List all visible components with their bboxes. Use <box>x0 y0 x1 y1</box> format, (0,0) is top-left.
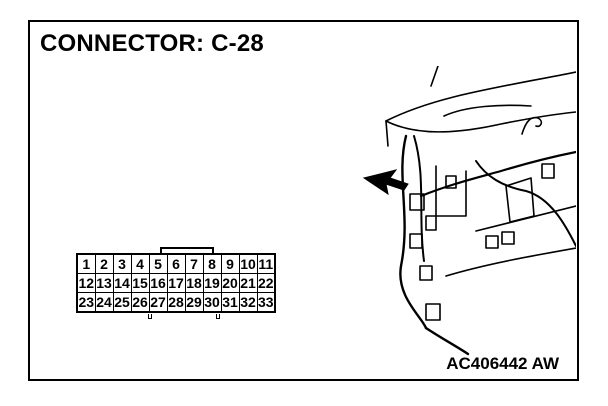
pin-cell: 6 <box>166 253 186 274</box>
floor-edge <box>445 247 576 277</box>
connector-pin-table: 1 2 3 4 5 6 7 8 9 10 11 12 13 14 15 16 1… <box>76 253 276 313</box>
pin-cell: 19 <box>202 273 222 293</box>
connector-peg-left <box>148 314 152 319</box>
pin-cell: 10 <box>238 253 258 274</box>
bracket-panel <box>435 165 467 217</box>
connector-title: CONNECTOR: C-28 <box>40 30 264 57</box>
figure-code: AC406442 AW <box>446 354 559 373</box>
connector-body <box>541 163 555 179</box>
dashboard-panel-edge <box>385 111 576 133</box>
pin-row-1: 1 2 3 4 5 6 7 8 9 10 11 <box>76 253 276 274</box>
dashboard-contour <box>443 104 532 117</box>
pin-cell: 7 <box>184 253 204 274</box>
pin-cell: 5 <box>148 253 168 274</box>
connector-body <box>485 235 499 249</box>
pin-cell: 30 <box>202 292 222 313</box>
pin-cell: 17 <box>166 273 186 293</box>
connector-body <box>445 175 457 189</box>
pin-cell: 13 <box>94 273 114 293</box>
pin-cell: 4 <box>130 253 150 274</box>
connector-face-diagram: 1 2 3 4 5 6 7 8 9 10 11 12 13 14 15 16 1… <box>76 247 296 319</box>
diagram-frame: CONNECTOR: C-28 1 2 3 4 5 6 7 8 9 10 11 … <box>28 20 579 381</box>
pin-cell: 29 <box>184 292 204 313</box>
pin-cell: 33 <box>256 292 276 313</box>
pin-cell: 26 <box>130 292 150 313</box>
pin-cell: 28 <box>166 292 186 313</box>
pin-cell: 23 <box>76 292 96 313</box>
pin-cell: 18 <box>184 273 204 293</box>
pin-row-3: 23 24 25 26 27 28 29 30 31 32 33 <box>76 292 276 313</box>
pin-cell: 27 <box>148 292 168 313</box>
pin-cell: 14 <box>112 273 132 293</box>
pin-cell: 21 <box>238 273 258 293</box>
relay-box <box>505 177 535 223</box>
dashboard-corner <box>385 120 389 147</box>
connector-body <box>409 233 423 249</box>
connector-body <box>501 231 515 245</box>
connector-body <box>425 215 437 231</box>
main-harness-bundle <box>399 134 428 330</box>
pin-cell: 1 <box>76 253 96 274</box>
connector-c28-body <box>409 193 425 211</box>
pin-cell: 15 <box>130 273 150 293</box>
pin-cell: 12 <box>76 273 96 293</box>
pin-cell: 25 <box>112 292 132 313</box>
pin-row-2: 12 13 14 15 16 17 18 19 20 21 22 <box>76 273 276 293</box>
pin-cell: 31 <box>220 292 240 313</box>
wire-hook <box>521 116 543 135</box>
pin-cell: 24 <box>94 292 114 313</box>
pin-cell: 16 <box>148 273 168 293</box>
pin-cell: 32 <box>238 292 258 313</box>
connector-body <box>425 303 441 321</box>
pin-cell: 11 <box>256 253 276 274</box>
connector-peg-right <box>216 314 220 319</box>
dashboard-top-edge <box>385 71 576 122</box>
harness-branch-2 <box>419 150 576 198</box>
pin-cell: 9 <box>220 253 240 274</box>
antenna-wire <box>430 66 439 87</box>
pin-cell: 20 <box>220 273 240 293</box>
connector-body <box>419 265 433 281</box>
location-arrow-icon <box>362 169 409 196</box>
pin-cell: 8 <box>202 253 222 274</box>
harness-branch-3 <box>475 160 576 247</box>
harness-tail <box>424 326 470 356</box>
pin-cell: 2 <box>94 253 114 274</box>
pin-cell: 3 <box>112 253 132 274</box>
connector-latch <box>160 247 214 253</box>
pin-cell: 22 <box>256 273 276 293</box>
harness-location-illustration <box>362 66 576 356</box>
